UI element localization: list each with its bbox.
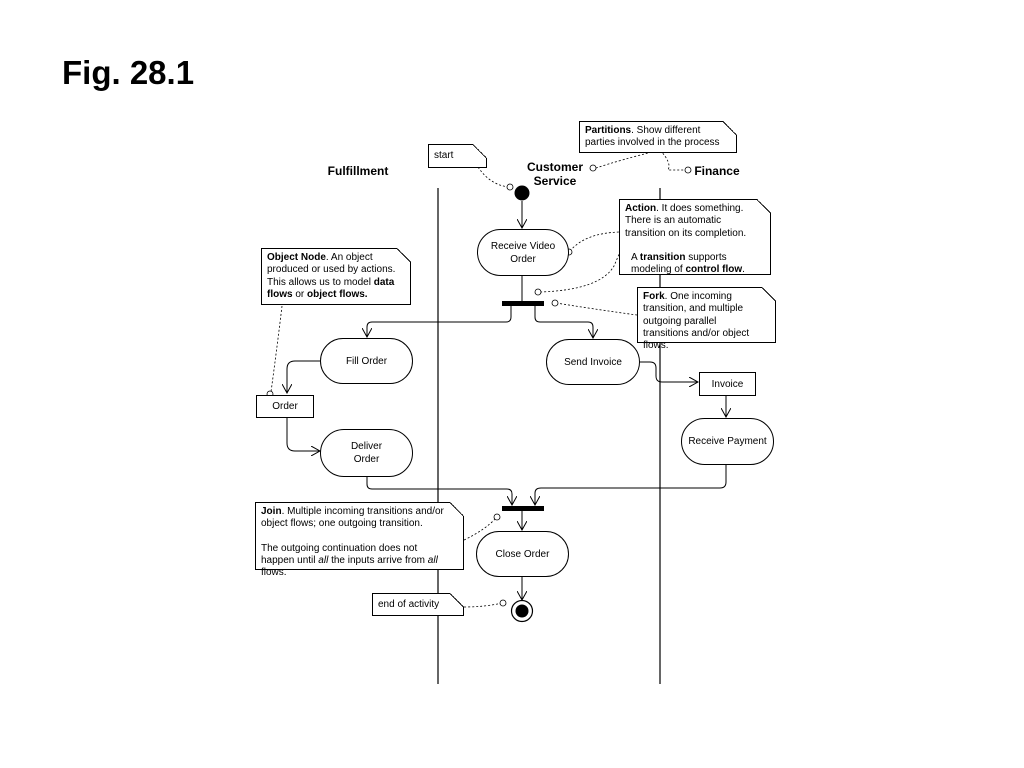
lane-title-customer-line1: Customer	[526, 160, 583, 174]
note-transition-title: transition	[639, 251, 686, 263]
flow-receive-payment-to-join	[535, 465, 727, 505]
note-partitions-title: Partitions	[585, 125, 632, 136]
note-action-title: Action	[625, 203, 657, 214]
note-object-node-title: Object Node	[267, 252, 326, 263]
flow-order-to-deliver	[286, 418, 320, 451]
action-receive-payment: Receive Payment	[681, 418, 774, 465]
note-transition-control-flow: control flow	[685, 264, 743, 276]
anchor-dot-join	[493, 513, 501, 521]
anchor-action-receive	[569, 231, 621, 252]
note-object-node-object-flows: object flows.	[307, 288, 368, 300]
initial-node	[514, 185, 530, 201]
anchor-join	[463, 517, 497, 541]
note-start: start	[428, 144, 487, 168]
anchor-dot-partitions-finance	[684, 166, 692, 174]
note-transition-mid: supports modeling of	[631, 251, 727, 276]
flow-fork-to-send-invoice	[534, 306, 593, 338]
action-send-invoice: Send Invoice	[546, 339, 640, 385]
note-action: Action. It does something. There is an a…	[619, 199, 771, 275]
note-join-text2-mid: the inputs arrive from	[328, 554, 428, 566]
action-fill-order: Fill Order	[320, 338, 413, 384]
flow-fork-to-fill-order	[367, 306, 512, 337]
anchor-dot-transition	[534, 288, 542, 296]
action-receive-video-order-line1: Receive Video	[490, 240, 556, 252]
note-transition-pre: A	[631, 251, 640, 263]
figure-title: Fig. 28.1	[62, 54, 195, 91]
note-join: Join. Multiple incoming transitions and/…	[255, 502, 464, 578]
anchor-start-note	[477, 166, 510, 188]
note-partitions-text: . Show different parties involved in the…	[585, 125, 720, 149]
action-deliver-order-line1: Deliver	[350, 441, 383, 452]
flow-fill-order-to-order	[287, 360, 321, 393]
note-start-text: start	[434, 150, 454, 161]
note-join-text: . Multiple incoming transitions and/or o…	[261, 506, 444, 530]
anchor-transition	[539, 251, 621, 293]
fork-bar	[502, 301, 544, 306]
note-end-of-activity: end of activity	[372, 593, 464, 616]
object-node-order: Order	[256, 395, 314, 418]
note-partitions: Partitions. Show different parties invol…	[579, 121, 737, 153]
note-end-of-activity-text: end of activity	[378, 599, 440, 610]
action-deliver-order-line2: Order	[353, 454, 380, 465]
lane-title-finance: Finance	[694, 164, 740, 178]
anchor-dot-start	[506, 183, 514, 191]
note-transition-end: .	[742, 264, 745, 276]
note-join-text2-end: flows.	[261, 567, 287, 579]
note-object-node-mid: or	[292, 288, 308, 300]
note-join-all-1: all	[318, 554, 329, 566]
anchor-partitions-customer	[595, 149, 661, 169]
action-close-order: Close Order	[476, 531, 569, 577]
anchor-partitions-finance	[659, 149, 686, 171]
anchor-dot-partitions-customer	[589, 164, 597, 172]
lane-title-fulfillment: Fulfillment	[327, 164, 389, 178]
note-object-node-data-flows: data flows	[267, 276, 395, 300]
anchor-end-activity	[463, 602, 503, 608]
note-join-text2-pre: The outgoing continuation does not happe…	[261, 542, 418, 566]
anchor-object-node	[270, 305, 283, 393]
note-fork: Fork. One incoming transition, and multi…	[637, 287, 776, 351]
anchor-dot-end-activity	[499, 599, 507, 607]
lane-title-customer-line2: Service	[533, 174, 577, 188]
note-join-all-2: all	[427, 554, 438, 566]
note-join-title: Join	[261, 506, 282, 517]
note-object-node: Object Node. An object produced or used …	[261, 248, 411, 305]
join-bar	[502, 506, 544, 511]
final-node-dot	[515, 604, 529, 618]
flow-send-invoice-to-invoice	[640, 361, 698, 382]
note-action-text: . It does something. There is an automat…	[625, 203, 747, 239]
note-fork-text: . One incoming transition, and multiple …	[643, 291, 750, 352]
object-node-invoice: Invoice	[699, 372, 756, 396]
note-object-node-text: . An object produced or used by actions.…	[267, 252, 396, 288]
lane-title-customer-service: Customer Service	[515, 160, 595, 188]
action-receive-video-order-line2: Order	[510, 253, 536, 265]
anchor-dot-fork	[551, 299, 559, 307]
note-fork-title: Fork	[643, 291, 665, 302]
flow-deliver-to-join	[366, 477, 512, 505]
anchor-fork	[555, 302, 638, 316]
